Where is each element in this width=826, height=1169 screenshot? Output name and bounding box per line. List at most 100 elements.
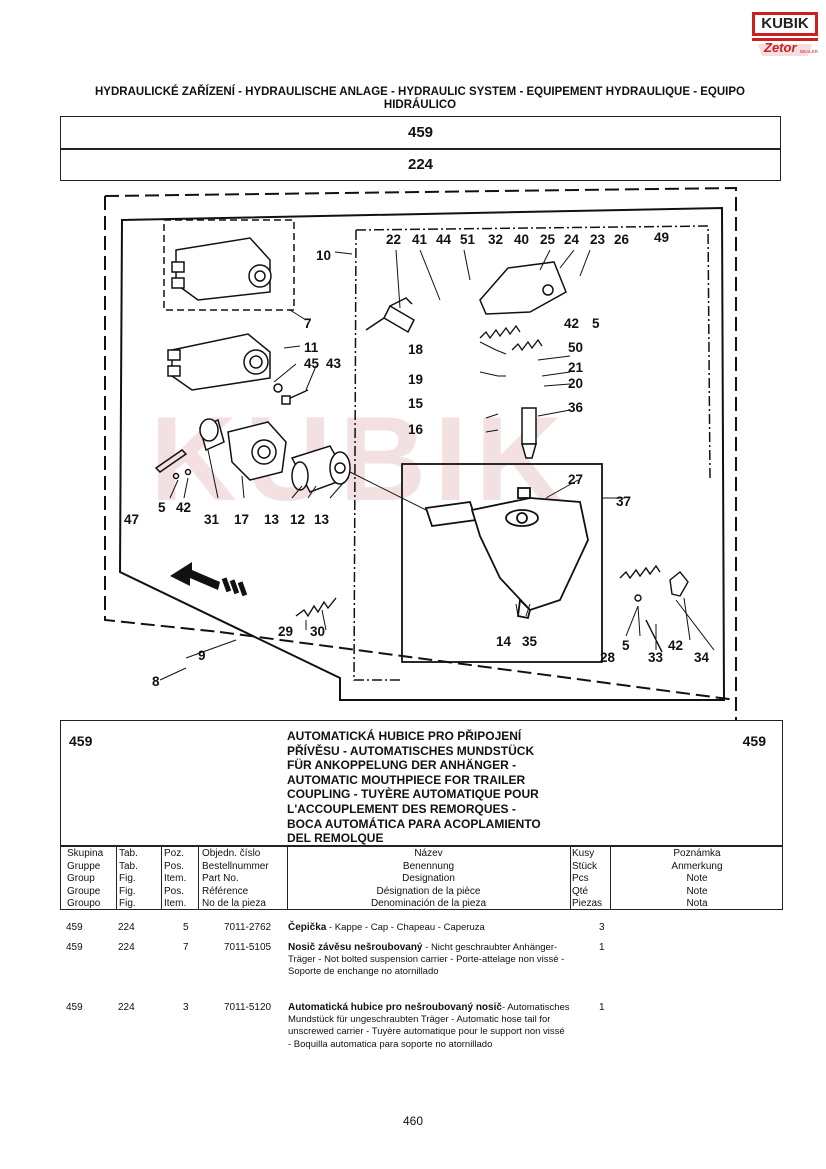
row-group: 459 xyxy=(66,922,83,933)
row-table: 224 xyxy=(118,942,135,953)
watermark-kubik: KUBIK xyxy=(150,392,570,526)
header-line-2: HIDRÁULICO xyxy=(383,99,457,111)
section-header: HYDRAULICKÉ ZAŘÍZENÍ - HYDRAULISCHE ANLA… xyxy=(60,86,780,112)
assembly-title-line: FÜR ANKOPPELUNG DER ANHÄNGER - xyxy=(287,758,517,773)
callout-8: 8 xyxy=(152,674,160,689)
row-part-number: 7011-5120 xyxy=(224,1002,272,1013)
callout-18: 18 xyxy=(408,342,424,357)
callout-13-a: 13 xyxy=(264,512,280,527)
callout-33: 33 xyxy=(648,650,664,665)
assembly-title-line: COUPLING - TUYÈRE AUTOMATIQUE POUR xyxy=(287,787,539,802)
callout-5-left: 5 xyxy=(158,500,166,515)
callout-11: 11 xyxy=(304,340,319,355)
row-group: 459 xyxy=(66,1002,83,1013)
column-table-header: Tab.Tab.Fig.Fig.Fig. xyxy=(119,848,138,910)
assembly-title-line: BOCA AUTOMÁTICA PARA ACOPLAMIENTO xyxy=(287,816,541,831)
callout-28: 28 xyxy=(600,650,616,665)
row-position: 3 xyxy=(183,1002,189,1013)
assembly-info-box: 459 459 AUTOMATICKÁ HUBICE PRO PŘIPOJENÍ… xyxy=(60,720,783,846)
table-number-box: 224 xyxy=(60,149,781,181)
assembly-title-line: DEL REMOLQUE xyxy=(287,831,384,846)
callout-26: 26 xyxy=(614,232,630,247)
callout-40: 40 xyxy=(514,232,530,247)
callout-23: 23 xyxy=(590,232,606,247)
row-part-number: 7011-2762 xyxy=(224,922,272,933)
row-table: 224 xyxy=(118,1002,135,1013)
callout-5-top: 5 xyxy=(592,316,600,331)
header-line-1: HYDRAULICKÉ ZAŘÍZENÍ - HYDRAULISCHE ANLA… xyxy=(95,86,745,98)
row-position: 5 xyxy=(183,922,189,933)
callout-19: 19 xyxy=(408,372,424,387)
callout-14: 14 xyxy=(496,634,512,649)
callout-32: 32 xyxy=(488,232,504,247)
kubik-zetor-logo: KUBIK Zetor DEALER xyxy=(752,12,818,58)
callout-37: 37 xyxy=(616,494,632,509)
assembly-title-line: L'ACCOUPLEMENT DES REMORQUES - xyxy=(287,801,516,816)
callout-17: 17 xyxy=(234,512,250,527)
callout-20: 20 xyxy=(568,376,584,391)
row-quantity: 3 xyxy=(599,922,605,933)
group-number: 459 xyxy=(407,124,434,141)
callout-13-b: 13 xyxy=(314,512,330,527)
info-group-left: 459 xyxy=(69,733,93,749)
callout-15: 15 xyxy=(408,396,424,411)
callout-12: 12 xyxy=(290,512,306,527)
callout-9: 9 xyxy=(198,648,206,663)
callout-49: 49 xyxy=(654,230,670,245)
row-table: 224 xyxy=(118,922,135,933)
assembly-title: AUTOMATICKÁ HUBICE PRO PŘIPOJENÍ PŘÍVĚSU… xyxy=(287,729,541,846)
callout-34: 34 xyxy=(694,650,710,665)
callout-35: 35 xyxy=(522,634,538,649)
row-designation: Nosič závěsu nešroubovaný - Nicht geschr… xyxy=(288,942,565,978)
callout-45: 45 xyxy=(304,356,320,371)
callout-36: 36 xyxy=(568,400,584,415)
callout-44: 44 xyxy=(436,232,452,247)
callout-43: 43 xyxy=(326,356,342,371)
callout-29: 29 xyxy=(278,624,294,639)
page-number: 460 xyxy=(402,1114,424,1128)
callout-25: 25 xyxy=(540,232,556,247)
callout-41: 41 xyxy=(412,232,428,247)
callout-42-top: 42 xyxy=(564,316,580,331)
callout-47: 47 xyxy=(124,512,140,527)
callout-31: 31 xyxy=(204,512,220,527)
info-group-right: 459 xyxy=(742,733,766,749)
group-number-box: 459 xyxy=(60,116,781,149)
callout-51: 51 xyxy=(460,232,476,247)
callout-10: 10 xyxy=(316,248,332,263)
row-designation: Automatická hubice pro nešroubovaný nosi… xyxy=(288,1002,570,1050)
row-position: 7 xyxy=(183,942,189,953)
logo-zetor-text: Zetor xyxy=(764,40,797,55)
callout-42-right: 42 xyxy=(668,638,684,653)
assembly-title-line: AUTOMATIC MOUTHPIECE FOR TRAILER xyxy=(287,772,526,787)
callout-21: 21 xyxy=(568,360,584,375)
callout-16: 16 xyxy=(408,422,424,437)
callout-7: 7 xyxy=(304,316,312,331)
callout-30: 30 xyxy=(310,624,326,639)
row-group: 459 xyxy=(66,942,83,953)
logo-kubik-text: KUBIK xyxy=(761,15,809,32)
logo-dealer-text: DEALER xyxy=(800,49,819,54)
column-position-header: Poz.Pos.Item.Pos.Item. xyxy=(164,848,187,910)
row-part-number: 7011-5105 xyxy=(224,942,272,953)
row-quantity: 1 xyxy=(599,942,605,953)
row-designation: Čepička - Kappe - Cap - Chapeau - Caperu… xyxy=(288,922,485,933)
table-number: 224 xyxy=(407,156,434,173)
callout-27: 27 xyxy=(568,472,584,487)
diagram-drawing xyxy=(104,186,737,720)
callout-42-left: 42 xyxy=(176,500,192,515)
assembly-title-line: AUTOMATICKÁ HUBICE PRO PŘIPOJENÍ xyxy=(287,729,522,743)
row-quantity: 1 xyxy=(599,1002,605,1013)
assembly-title-line: PŘÍVĚSU - AUTOMATISCHES MUNDSTÜCK xyxy=(287,743,535,758)
callout-50: 50 xyxy=(568,340,584,355)
callout-24: 24 xyxy=(564,232,580,247)
callout-22: 22 xyxy=(386,232,402,247)
callout-5-right: 5 xyxy=(622,638,630,653)
exploded-parts-diagram: 10 22 41 44 51 32 40 25 24 23 26 49 7 11… xyxy=(60,180,779,720)
